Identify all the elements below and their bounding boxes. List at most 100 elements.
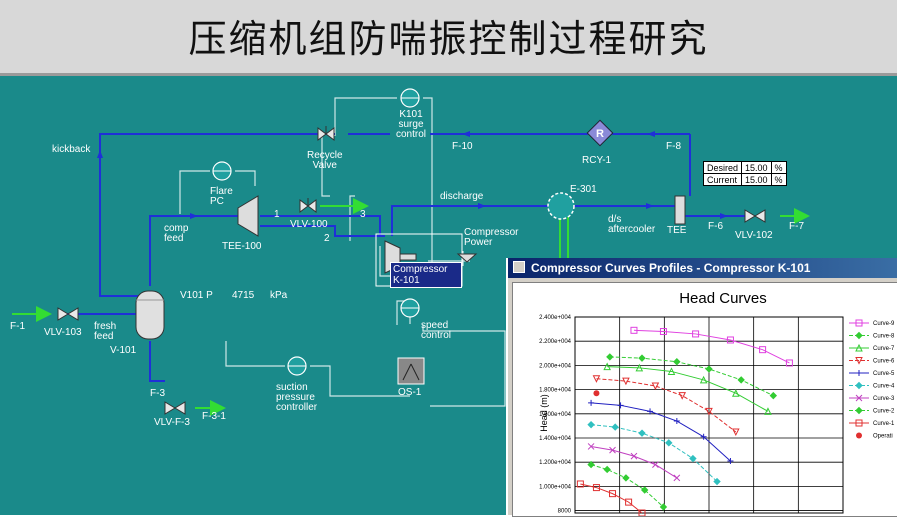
f31-label: F-3-1 bbox=[202, 411, 226, 422]
series-line bbox=[591, 402, 731, 462]
legend-marker bbox=[855, 319, 863, 327]
recycle-valve-label-line1: Recycle bbox=[307, 150, 343, 161]
stream-2-label: 2 bbox=[324, 233, 330, 244]
data-point bbox=[617, 402, 624, 409]
legend-marker bbox=[855, 394, 863, 402]
e-301-symbol bbox=[547, 192, 575, 220]
legend-label: Curve-3 bbox=[873, 396, 895, 402]
data-point bbox=[700, 433, 707, 440]
data-point bbox=[673, 418, 680, 425]
vlv103-label: VLV-103 bbox=[44, 327, 82, 338]
setpoint-name: Desired bbox=[702, 161, 743, 174]
data-point bbox=[630, 452, 638, 460]
chart-svg: Head Curves2.400e+0042.200e+0042.000e+00… bbox=[539, 290, 895, 516]
suction-pc-label-line2: pressure bbox=[276, 392, 315, 403]
data-point bbox=[638, 429, 646, 437]
os1-label: OS-1 bbox=[398, 387, 422, 398]
data-point bbox=[609, 446, 616, 454]
vlv-f-3-symbol bbox=[164, 401, 186, 415]
series-line bbox=[591, 424, 718, 482]
data-point bbox=[622, 474, 630, 482]
setpoint-table: Desired 15.00 % Current 15.00 % bbox=[702, 161, 787, 186]
compressor-power-label: Compressor Power bbox=[464, 228, 518, 248]
comp-feed-label-line2: feed bbox=[164, 233, 184, 244]
ds-aftercooler-label-line2: aftercooler bbox=[608, 224, 656, 235]
v101-p-value: 4715 bbox=[232, 290, 255, 301]
compressor-k101-label-line2: K-101 bbox=[393, 275, 420, 286]
series-line bbox=[609, 356, 774, 397]
k101-surge-control-label: K101 surge control bbox=[396, 110, 426, 140]
window-titlebar[interactable]: Compressor Curves Profiles - Compressor … bbox=[508, 258, 897, 278]
data-point bbox=[638, 509, 646, 516]
data-point bbox=[659, 503, 668, 511]
suction-pc-label: suction pressure controller bbox=[276, 383, 317, 413]
y-tick-label: 2.200e+004 bbox=[539, 339, 572, 345]
compressor-power-label-line2: Power bbox=[464, 237, 493, 248]
legend-marker bbox=[856, 432, 862, 439]
recycle-valve-symbol bbox=[317, 126, 335, 141]
comp-feed-label: comp feed bbox=[164, 224, 188, 244]
slide-title-bar: 压缩机组防喘振控制过程研究 bbox=[0, 0, 897, 76]
vlvf3-label: VLV-F-3 bbox=[154, 417, 190, 428]
compressor-power-symbol bbox=[456, 253, 478, 263]
compressor-k101-label[interactable]: Compressor K-101 bbox=[390, 262, 462, 288]
data-point bbox=[603, 362, 611, 371]
legend-marker bbox=[855, 406, 863, 415]
ds-aftercooler-label: d/s aftercooler bbox=[608, 215, 655, 235]
series-line bbox=[596, 378, 737, 433]
f7-label: F-7 bbox=[789, 221, 804, 232]
data-point bbox=[713, 477, 721, 486]
setpoint-name: Current bbox=[702, 173, 743, 186]
y-tick-label: 8000 bbox=[558, 509, 572, 515]
data-point bbox=[665, 439, 673, 447]
data-point bbox=[606, 353, 614, 361]
stream-lines bbox=[60, 133, 745, 382]
data-point bbox=[630, 326, 638, 334]
legend-label: Operati bbox=[873, 434, 893, 440]
legend-label: Curve-1 bbox=[873, 421, 895, 427]
data-point bbox=[635, 363, 644, 372]
data-point bbox=[587, 420, 595, 429]
data-point bbox=[689, 454, 697, 463]
data-point bbox=[647, 408, 654, 415]
data-point bbox=[667, 367, 676, 375]
y-axis-label: Head (m) bbox=[539, 394, 549, 432]
f1-label: F-1 bbox=[10, 321, 25, 332]
fresh-feed-label-line2: feed bbox=[94, 331, 114, 342]
setpoint-row: Current 15.00 % bbox=[702, 173, 787, 186]
legend-marker bbox=[855, 419, 863, 427]
slide-title: 压缩机组防喘振控制过程研究 bbox=[188, 17, 709, 61]
legend-marker bbox=[855, 331, 863, 340]
legend-label: Curve-9 bbox=[873, 321, 895, 327]
data-point bbox=[592, 375, 601, 383]
compressor-k101-label-line1: Compressor bbox=[393, 264, 448, 275]
y-tick-label: 2.000e+004 bbox=[539, 363, 572, 369]
recycle-block-symbol: R bbox=[586, 119, 614, 147]
vlv102-label: VLV-102 bbox=[735, 230, 773, 241]
compressor-power-label-line1: Compressor bbox=[464, 227, 519, 238]
vlv-102-symbol bbox=[744, 209, 766, 223]
signal-lines bbox=[179, 97, 506, 407]
data-point bbox=[699, 375, 708, 384]
data-point bbox=[769, 391, 778, 400]
compressor-curves-window[interactable]: Compressor Curves Profiles - Compressor … bbox=[506, 258, 897, 517]
data-point bbox=[764, 407, 772, 415]
suction-pc-label-line3: controller bbox=[276, 402, 318, 413]
speed-control-label-line2: control bbox=[421, 330, 452, 341]
data-point bbox=[587, 460, 595, 469]
data-point bbox=[731, 389, 740, 397]
y-tick-label: 2.400e+004 bbox=[539, 315, 572, 321]
data-point bbox=[603, 465, 611, 474]
tee100-label: TEE-100 bbox=[222, 241, 262, 252]
data-point bbox=[640, 486, 649, 494]
material-lines-green bbox=[12, 198, 810, 416]
window-app-icon bbox=[513, 261, 525, 273]
data-point bbox=[692, 330, 700, 338]
data-point bbox=[705, 365, 713, 373]
tee-100-symbol bbox=[237, 195, 259, 237]
setpoint-value: 15.00 bbox=[741, 173, 772, 186]
data-point bbox=[659, 328, 667, 336]
y-tick-label: 1.000e+004 bbox=[539, 484, 572, 490]
data-point bbox=[737, 376, 745, 384]
setpoint-value[interactable]: 15.00 bbox=[741, 161, 772, 174]
